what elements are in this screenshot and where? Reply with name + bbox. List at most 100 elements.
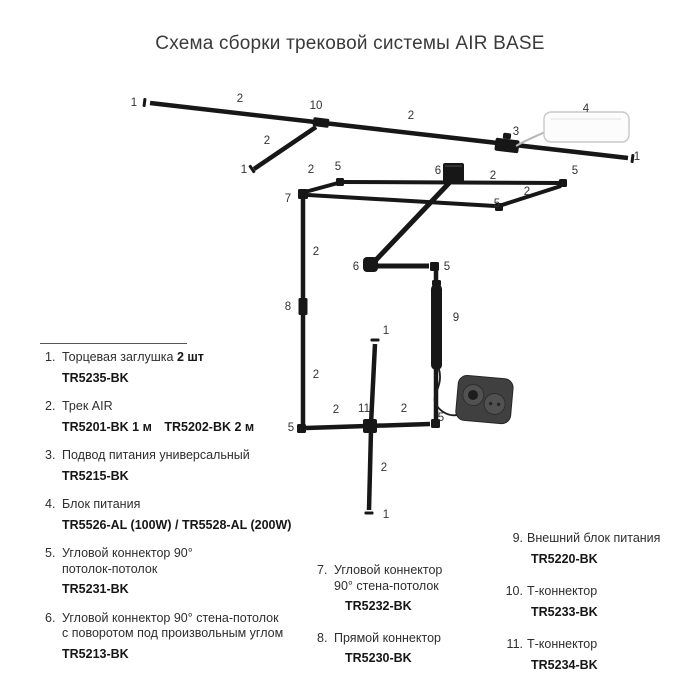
legend-item-name: Угловой коннектор 90° стена-потолок: [62, 610, 279, 625]
end-cap-icon: [364, 511, 374, 515]
end-cap-icon: [630, 153, 635, 164]
rotating-corner-connector: [443, 163, 464, 183]
legend-item-article: TR5234-BK: [531, 657, 598, 672]
end-cap-icon: [248, 164, 256, 174]
callout-number-1: 1: [382, 325, 390, 337]
legend-item-name: 90° стена-потолок: [334, 578, 439, 593]
legend-item-number: 8.: [317, 630, 328, 645]
callout-number-5: 5: [571, 165, 579, 177]
callout-number-2: 2: [523, 186, 531, 198]
legend-item-number: 3.: [45, 448, 56, 462]
power-socket: [455, 374, 514, 425]
corner-connector-icon: [495, 203, 503, 211]
legend-item-article: TR5201-BK 1 м TR5202-BK 2 м: [62, 419, 255, 434]
legend-item-name: потолок-потолок: [62, 561, 158, 576]
callout-number-1: 1: [130, 97, 138, 109]
legend-item-article: TR5220-BK: [531, 551, 598, 566]
legend-item-article: TR5235-BK: [62, 370, 129, 385]
callout-number-7: 7: [284, 193, 292, 205]
callout-number-2: 2: [332, 404, 340, 416]
top-track-assembly: [142, 97, 635, 174]
callout-number-2: 2: [263, 135, 271, 147]
legend-item-number: 1.: [45, 350, 56, 364]
t-connector-icon: [363, 419, 377, 433]
legend-item-name: Трек AIR: [62, 399, 113, 413]
legend-item-number: 4.: [45, 497, 56, 511]
legend-item-number: 6.: [45, 610, 56, 625]
callout-number-4: 4: [582, 103, 590, 115]
callout-number-3: 3: [512, 126, 520, 138]
callout-number-9: 9: [452, 312, 460, 324]
legend-item-number: 2.: [45, 399, 56, 413]
legend-item-article: TR5213-BK: [62, 646, 129, 661]
legend-item-number: 5.: [45, 546, 56, 560]
end-cap-icon: [142, 97, 147, 108]
callout-number-8: 8: [284, 301, 292, 313]
legend-item-name: Угловой коннектор: [334, 563, 443, 577]
end-cap-icon: [370, 338, 380, 342]
page-title: Схема сборки трековой системы AIR BASE: [155, 33, 545, 54]
legend-item-name: Торцевая заглушка 2 шт: [62, 350, 204, 364]
plug-icon: [468, 390, 478, 400]
corner-connector-icon: [559, 179, 567, 187]
legend-item-article: TR5215-BK: [62, 468, 129, 483]
callout-number-1: 1: [382, 509, 390, 521]
legend-item-name: Т-коннектор: [527, 584, 598, 598]
straight-connector-icon: [298, 298, 308, 315]
legend-item-number: 9.: [512, 531, 523, 545]
legend-item-number: 7.: [317, 563, 328, 577]
callout-number-1: 1: [240, 164, 248, 176]
callout-number-6: 6: [434, 165, 442, 177]
corner-connector-icon: [431, 419, 440, 428]
legend-item-name: Внешний блок питания: [527, 531, 661, 545]
corner-connector-icon: [336, 178, 344, 186]
callout-number-5: 5: [334, 161, 342, 173]
callout-number-2: 2: [307, 164, 315, 176]
callout-number-1: 1: [633, 151, 641, 163]
legend-item-number: 11.: [506, 637, 523, 651]
callout-number-2: 2: [312, 246, 320, 258]
callout-number-2: 2: [400, 403, 408, 415]
legend-item-article: TR5233-BK: [531, 604, 598, 619]
callout-number-10: 10: [309, 100, 323, 112]
wall-track: [297, 199, 308, 433]
callout-number-2: 2: [407, 110, 415, 122]
callout-number-2: 2: [312, 369, 320, 381]
legend-item-number: 10.: [505, 584, 523, 598]
callout-number-2: 2: [236, 93, 244, 105]
legend-item-name: Т-коннектор: [527, 637, 598, 651]
legend-item-article: TR5526-AL (100W) / TR5528-AL (200W): [62, 517, 292, 532]
legend-item-name: с поворотом под произвольным углом: [62, 626, 284, 640]
legend-item-article: TR5230-BK: [345, 651, 412, 665]
callout-number-2: 2: [489, 170, 497, 182]
callout-number-5: 5: [287, 422, 295, 434]
callout-number-2: 2: [380, 462, 388, 474]
callout-number-11: 11: [358, 403, 370, 415]
callout-number-5: 5: [443, 261, 451, 273]
legend-item-name: Прямой коннектор: [334, 630, 441, 645]
wall-ceiling-connector-icon: [298, 189, 308, 199]
legend-item: 2. Трек AIR TR5201-BK 1 м TR5202-BK 2 м: [45, 399, 307, 435]
legend-item-name: Угловой коннектор 90°: [62, 546, 193, 560]
legend-item-name: Блок питания: [62, 497, 141, 511]
legend-item: 1. Торцевая заглушка 2 шт TR5235-BK: [45, 350, 307, 386]
corner-connector-icon: [297, 424, 306, 433]
legend-column-left: 1. Торцевая заглушка 2 шт TR5235-BK 2. Трек …: [45, 350, 307, 675]
legend-item-article: TR5231-BK: [62, 582, 129, 596]
legend-item-article: TR5232-BK: [345, 599, 412, 613]
legend-divider: [40, 343, 187, 344]
callout-number-5: 5: [493, 198, 501, 210]
callout-number-6: 6: [352, 261, 360, 273]
cross-track-assembly: [305, 338, 431, 515]
